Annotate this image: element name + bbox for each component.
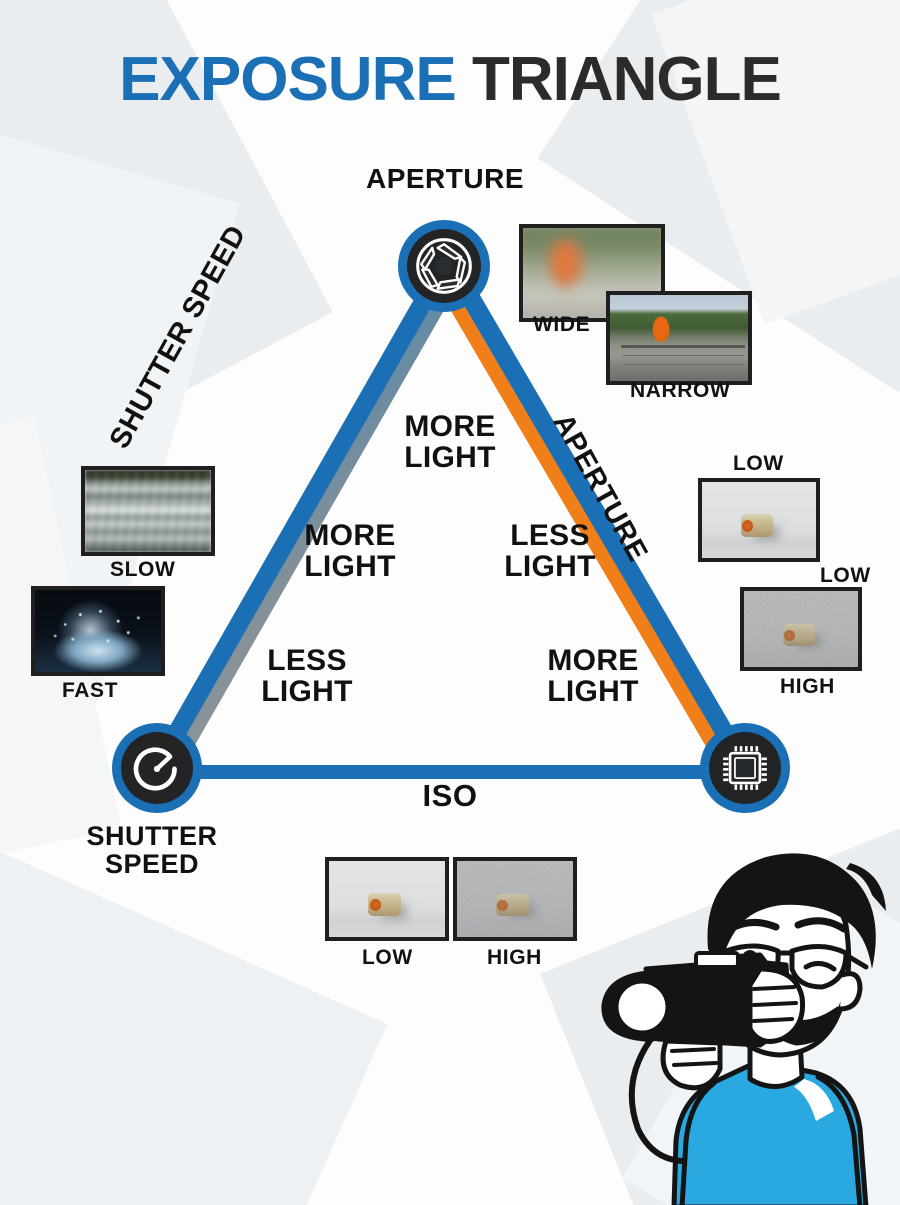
thumb-shutter-fast — [31, 586, 165, 676]
title-part-triangle: TRIANGLE — [471, 45, 782, 114]
edge-label-iso: ISO — [422, 778, 478, 813]
iso-node-inner — [709, 732, 781, 804]
arm-right — [815, 1074, 863, 1205]
photo-iso-high-bottom — [457, 861, 573, 937]
thumb-caption-narrow: NARROW — [630, 379, 731, 402]
aperture-icon — [416, 238, 472, 294]
thumb-iso-high-bottom — [453, 857, 577, 941]
noise-overlay — [744, 591, 858, 667]
thumb-shutter-slow — [81, 466, 215, 556]
vertex-node-iso[interactable] — [700, 723, 790, 813]
aperture-node-inner — [407, 229, 481, 303]
light-label-top: MORE LIGHT — [404, 410, 496, 474]
arm-left — [679, 1080, 717, 1205]
thumb-caption-slow: SLOW — [110, 558, 176, 581]
thumb-caption-wide: WIDE — [533, 313, 591, 336]
light-label-mid-left: MORE LIGHT — [304, 519, 396, 583]
light-label-bottom-right: MORE LIGHT — [547, 644, 639, 708]
thumb-iso-low-right — [698, 478, 820, 562]
edge-bar-shutter-inner — [165, 271, 462, 779]
hair-spike — [846, 863, 886, 911]
thumb-iso-high-right — [740, 587, 862, 671]
thumb-caption-iso-low-top: LOW — [733, 452, 784, 475]
eyebrow-left — [726, 919, 780, 933]
camera-strap — [628, 1032, 685, 1164]
stopwatch-icon — [133, 747, 177, 791]
photo-iso-low-right — [702, 482, 816, 558]
photo-slow-shutter — [85, 470, 211, 552]
edge-bar-shutter-outer — [147, 256, 454, 778]
photo-iso-high-right — [744, 591, 858, 667]
title-part-exposure: EXPOSURE — [119, 45, 457, 114]
photographer-illustration — [554, 829, 900, 1205]
photo-iso-low-bottom — [329, 861, 445, 937]
thumb-caption-iso-high-bottom: HIGH — [487, 946, 542, 969]
hair — [707, 853, 876, 969]
vertex-node-shutter-speed[interactable] — [112, 723, 202, 813]
photo-fast-shutter — [35, 590, 161, 672]
camera-flash — [694, 951, 740, 969]
vertex-label-aperture: APERTURE — [365, 163, 524, 194]
photo-subject — [368, 892, 401, 916]
thumb-aperture-narrow — [606, 291, 752, 385]
thumb-caption-iso-low-mid: LOW — [820, 564, 871, 587]
ear — [837, 971, 863, 1012]
photo-narrow-aperture — [610, 295, 748, 381]
light-label-bottom-left: LESS LIGHT — [261, 644, 353, 708]
photo-subject — [740, 513, 773, 537]
thumb-aperture-wide — [519, 224, 665, 322]
vertex-label-shutter-speed: SHUTTER SPEED — [86, 821, 218, 880]
edge-bar-aperture-outer — [442, 256, 755, 778]
eyebrow-right — [794, 917, 848, 933]
thumb-iso-low-bottom — [325, 857, 449, 941]
thumb-caption-fast: FAST — [62, 679, 119, 702]
shutter-node-inner — [121, 732, 193, 804]
sleeve-highlight — [794, 1079, 834, 1121]
vertex-node-aperture[interactable] — [398, 220, 490, 312]
thumb-caption-iso-low-bottom: LOW — [362, 946, 413, 969]
eye-wink — [803, 961, 837, 972]
noise-overlay — [457, 861, 573, 937]
edge-bar-aperture-inner — [434, 273, 736, 779]
thumb-caption-iso-high-right: HIGH — [780, 675, 835, 698]
chip-icon — [723, 746, 767, 790]
page-title: EXPOSURE TRIANGLE — [0, 44, 900, 115]
glasses-temple — [843, 952, 869, 970]
light-label-mid-right: LESS LIGHT — [504, 519, 596, 583]
lens-glass — [613, 978, 671, 1036]
